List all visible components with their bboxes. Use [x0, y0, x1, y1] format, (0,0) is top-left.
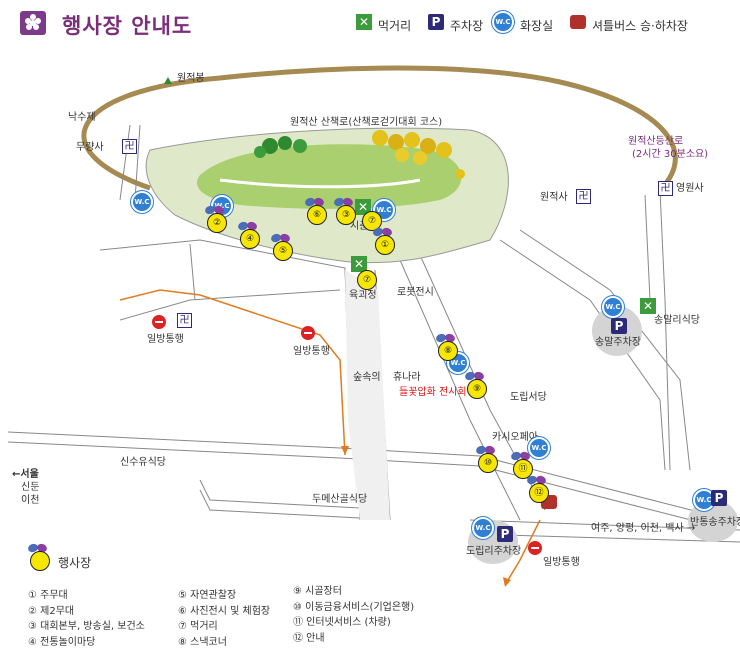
- label-wonjeoksa: 원적사: [540, 192, 568, 203]
- temple-icon: 卍: [658, 181, 673, 196]
- label-robot: 로봇전시: [397, 287, 434, 298]
- label-oneway-south: 일방통행: [543, 557, 580, 568]
- legend-item: ⑨ 시골장터: [293, 586, 342, 597]
- event-marker-4[interactable]: ④: [235, 220, 261, 250]
- label-trail: 원적산 산책로(산책로걷기대회 코스): [290, 117, 443, 128]
- legend-column-3: ⑨ 시골장터 ⑩ 이동금융서비스(기업은행) ⑪ 인터넷서비스 (차량) ⑫ 안…: [293, 584, 414, 646]
- label-wildflower: 들꽃압화 전시회: [399, 387, 467, 398]
- legend-restroom-label: 화장실: [520, 19, 554, 33]
- legend-item: ② 제2무대: [28, 605, 75, 617]
- label-sindun: 신둔: [21, 482, 40, 493]
- forest-trees: [254, 130, 465, 179]
- label-naksuje: 낙수제: [68, 112, 96, 123]
- event-marker-5[interactable]: ⑤: [268, 232, 294, 262]
- restroom-icon: W.C: [494, 13, 512, 31]
- restroom-icon: W.C: [604, 298, 622, 316]
- road-main-east-west: [7, 431, 731, 521]
- label-dumeasan: 두메산골식당: [312, 494, 368, 505]
- legend-item: ⑤ 자연관찰장: [178, 590, 237, 601]
- food-icon: ✕: [356, 14, 372, 30]
- label-oneway-center: 일방통행: [293, 346, 330, 357]
- label-forest-1: 숲속의: [353, 372, 381, 383]
- no-entry-icon: [152, 315, 166, 329]
- event-marker-11[interactable]: ⑪: [508, 450, 534, 480]
- label-wonjeokbong: 원적봉: [177, 73, 205, 84]
- no-entry-icon: [301, 326, 315, 340]
- temple-icon: 卍: [177, 313, 192, 328]
- bantong-parking-area: [688, 500, 738, 542]
- legend-column-2: ⑤ 자연관찰장 ⑥ 사진전시 및 체험장 ⑦ 먹거리 ⑧ 스낵코너: [178, 588, 270, 650]
- event-marker-9[interactable]: ⑨: [462, 370, 488, 400]
- label-dorip-parking: 도립리주차장: [466, 546, 522, 557]
- parking-icon: P: [428, 14, 444, 30]
- temple-icon: 卍: [122, 139, 137, 154]
- event-legend-icon: [25, 542, 51, 572]
- label-muryangsa: 무량사: [76, 142, 104, 153]
- event-legend-label: 행사장: [58, 556, 92, 570]
- legend-column-1: ① 주무대 ② 제2무대 ③ 대회본부, 방송실, 보건소 ④ 전통놀이마당: [28, 588, 145, 650]
- no-entry-icon: [528, 541, 542, 555]
- legend-item: ⑪ 인터넷서비스 (차량): [293, 617, 391, 628]
- food-icon: ✕: [351, 256, 367, 272]
- park-hill-top: [196, 144, 462, 209]
- legend-item: ⑩ 이동금융서비스(기업은행): [293, 601, 415, 613]
- peak-marker-icon: [164, 77, 172, 84]
- label-oneway-west: 일방통행: [147, 334, 184, 345]
- event-marker-10[interactable]: ⑩: [473, 444, 499, 474]
- food-icon: ✕: [640, 298, 656, 314]
- label-sinsuyu: 신수유식당: [120, 457, 166, 468]
- restroom-icon: W.C: [133, 193, 151, 211]
- label-icheon: 이천: [21, 495, 40, 506]
- label-bantong-parking: 반통송주차장: [690, 517, 740, 528]
- event-marker-1[interactable]: ①: [370, 226, 396, 256]
- restroom-icon: W.C: [474, 519, 492, 537]
- road-east-n-s: [399, 259, 521, 521]
- legend-item: ① 주무대: [28, 590, 68, 601]
- hiking-trail-path: [81, 65, 678, 192]
- oneway-route-west: [119, 289, 346, 456]
- parking-icon: P: [711, 490, 727, 506]
- label-seoul: ←서울: [12, 469, 39, 480]
- oneway-route-south: [504, 519, 541, 586]
- event-marker-6[interactable]: ⑥: [302, 196, 328, 226]
- label-yeongheungsa: 영원사: [676, 183, 704, 194]
- label-songmal-food: 송말리식당: [654, 315, 700, 326]
- legend-item: ③ 대회본부, 방송실, 보건소: [28, 621, 145, 632]
- parking-icon: P: [611, 318, 627, 334]
- event-marker-12[interactable]: ⑫: [524, 474, 550, 504]
- legend-item: ⑦ 먹거리: [178, 621, 218, 632]
- temple-icon: 卍: [576, 189, 591, 204]
- restroom-icon: W.C: [530, 439, 548, 457]
- label-forest-2: 휴나라: [393, 372, 421, 383]
- legend-item: ④ 전통놀이마당: [28, 636, 96, 648]
- restroom-icon: W.C: [695, 491, 713, 509]
- label-songmal-parking: 송말주차장: [595, 337, 641, 348]
- flower-logo-icon: [20, 11, 46, 35]
- page-title: 행사장 안내도: [62, 14, 193, 38]
- legend-shuttle-label: 셔틀버스 승·하차장: [592, 19, 688, 33]
- legend-parking-label: 주차장: [450, 19, 484, 33]
- event-marker-8[interactable]: ⑧: [433, 332, 459, 362]
- legend-item: ⑫ 안내: [293, 632, 325, 644]
- event-marker-7b[interactable]: ⑦: [352, 263, 378, 291]
- label-cafe: 카시오페아: [492, 432, 538, 443]
- shuttle-bus-icon: [570, 15, 586, 29]
- parking-icon: P: [497, 526, 513, 542]
- event-marker-2[interactable]: ②: [202, 204, 228, 234]
- legend-item: ⑧ 스낵코너: [178, 636, 227, 648]
- event-marker-3[interactable]: ③: [331, 196, 357, 226]
- label-destinations: 여주, 양평, 이천, 백사 →: [591, 523, 696, 534]
- label-hiking-trail: 원적산등산로: [628, 136, 684, 147]
- legend-item: ⑥ 사진전시 및 체험장: [178, 605, 271, 617]
- legend-food-label: 먹거리: [378, 19, 412, 33]
- label-yukgoejeong: 육괴정: [349, 290, 377, 301]
- label-dorip-seodang: 도립서당: [510, 392, 547, 403]
- label-hiking-time: (2시간 30분소요): [632, 149, 709, 160]
